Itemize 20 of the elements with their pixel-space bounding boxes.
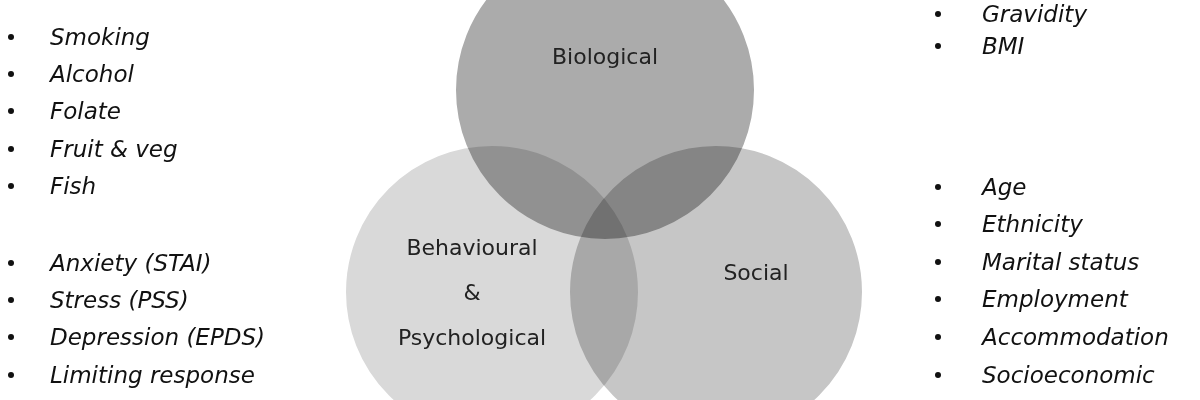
list-item: Folate [50,97,121,125]
list-item: Limiting response [50,361,255,389]
list-item: Fish [50,172,97,200]
list-item: Age [982,173,1027,201]
circle-label: Biological [551,44,659,69]
list-item: Marital status [982,248,1140,276]
list-item: Stress (PSS) [50,286,189,314]
list-item: Socioeconomic [982,361,1155,389]
list-item: Accommodation [982,323,1169,351]
list-item: Ethnicity [982,210,1083,238]
circle-label: Behavioural & Psychological [396,233,548,352]
list-item: Smoking [50,23,150,51]
list-item: Fruit & veg [50,135,178,163]
list-item: BMI [982,32,1025,60]
circle-label: Social [722,260,790,285]
list-item: Anxiety (STAI) [50,249,212,277]
list-item: Depression (EPDS) [50,323,266,351]
list-item: Gravidity [982,0,1087,28]
list-item: Employment [982,285,1128,313]
list-item: Alcohol [50,60,134,88]
